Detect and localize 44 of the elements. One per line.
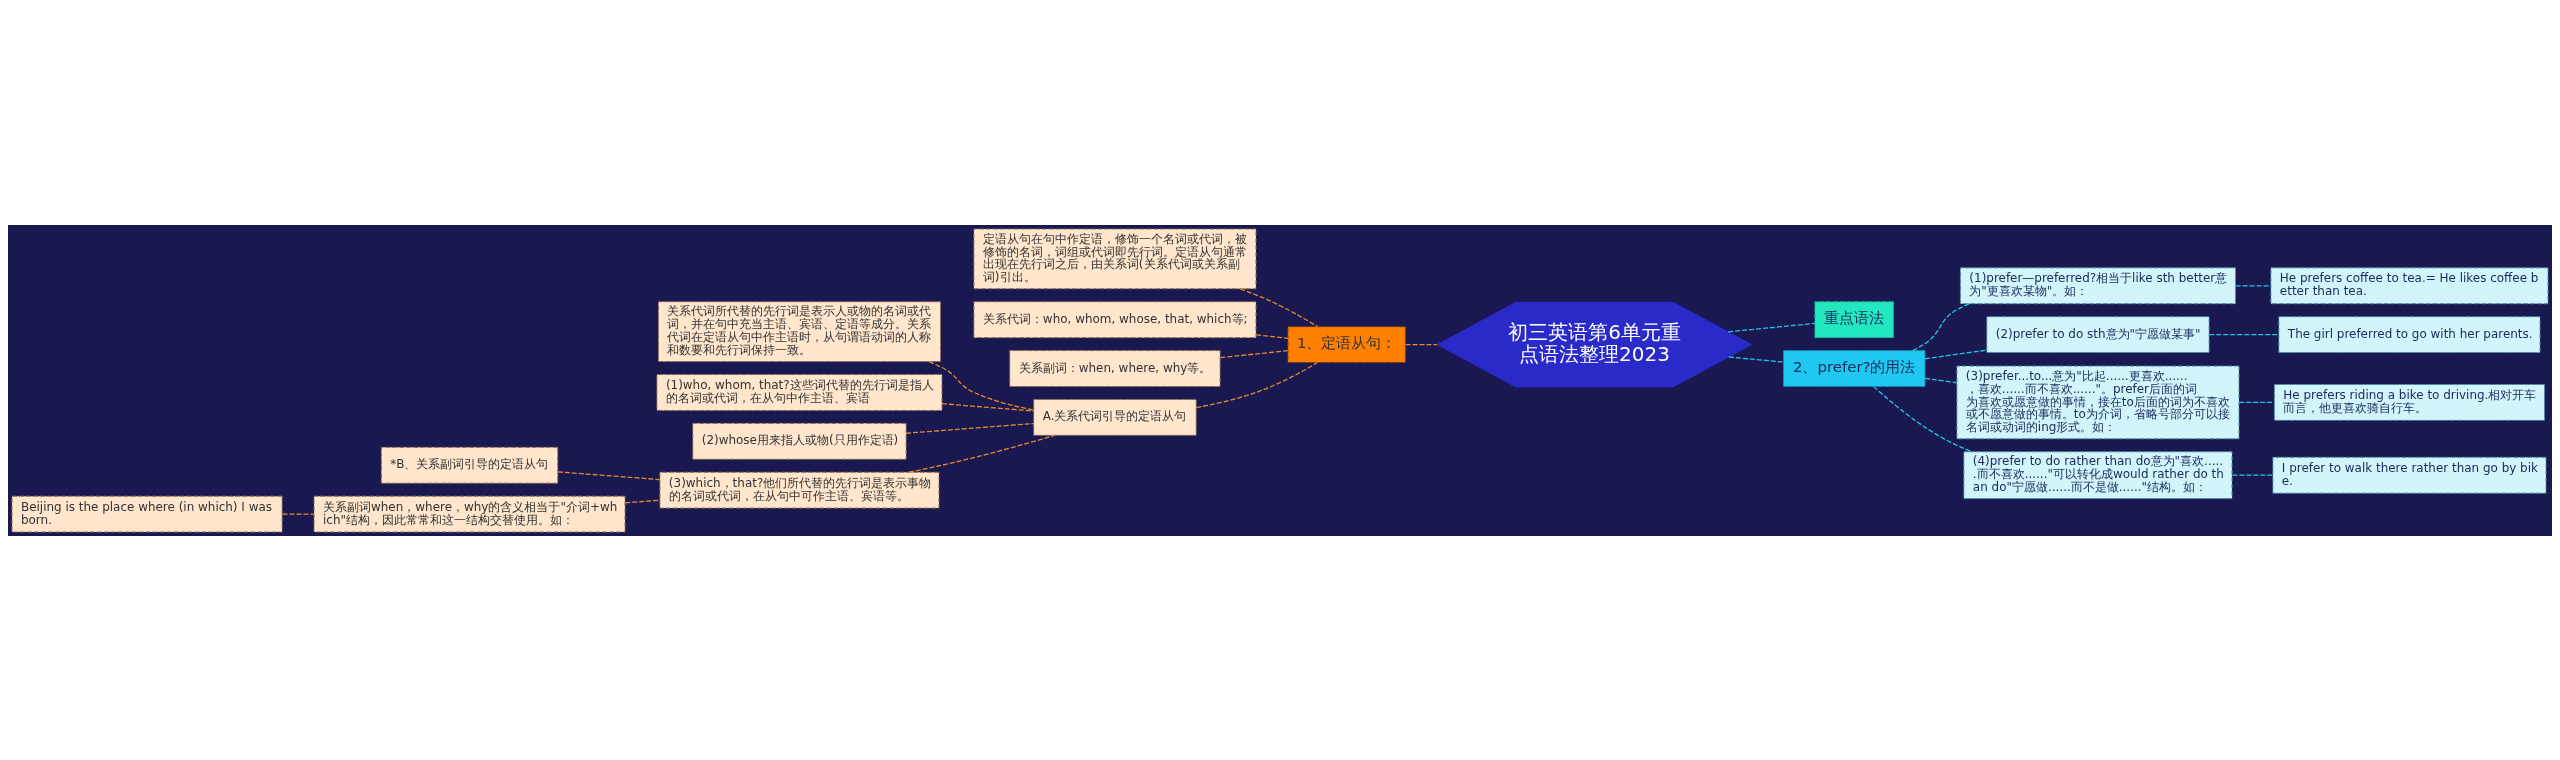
connector [2231, 474, 2274, 476]
connector [557, 470, 661, 480]
node-box: 关系副词when，where，why的含义相当于"介词+which"结构，因此常常和这一结构交替使用。如： [313, 495, 626, 532]
connector [1255, 333, 1289, 339]
connector [281, 512, 315, 515]
connector [941, 402, 1035, 412]
connector [1873, 385, 1974, 452]
node-box: Beijing is the place where (in which) I was born. [11, 495, 283, 532]
node-box: 2、prefer?的用法 [1782, 349, 1926, 387]
node-box: (4)prefer to do rather than do意为"喜欢......而不喜欢......"可以转化成would rather do than do"宁愿做......而不是做......"结构。如： [1963, 450, 2233, 499]
node-box: (2)prefer to do sth意为"宁愿做某事" [1986, 315, 2210, 353]
connector [1924, 348, 1988, 359]
node-box: (2)whose用来指人或物(只用作定语) [692, 422, 907, 460]
connector [1239, 287, 1319, 327]
connector [1924, 377, 1958, 383]
node-box: The girl preferred to go with her parents. [2278, 315, 2541, 353]
node-box: 1、定语从句： [1287, 325, 1406, 363]
node-box: 定语从句在句中作定语，修饰一个名词或代词，被修饰的名词，词组或代词即先行词。定语从句通常出现在先行词之后，由关系词(关系代词或关系副词)引出。 [973, 228, 1257, 289]
connector [624, 499, 661, 503]
node-box: 关系副词：when, where, why等。 [1009, 349, 1221, 387]
connector [2238, 401, 2275, 403]
connector [1219, 349, 1289, 358]
connector [1728, 355, 1784, 363]
connector [1912, 302, 1971, 351]
node-box: He prefers coffee to tea.= He likes coffee better than tea. [2270, 266, 2549, 304]
node-box: *B、关系副词引导的定语从句 [380, 446, 559, 484]
node-box: A.关系代词引导的定语从句 [1033, 398, 1197, 436]
connector [908, 434, 1056, 473]
node-box: (1)who, whom, that?这些词代替的先行词是指人的名词或代词，在从句中作主语、宾语 [656, 373, 943, 411]
connector [1405, 343, 1438, 345]
node-box: (1)prefer—preferred?相当于like sth better意为"更喜欢某物"。如： [1959, 266, 2236, 304]
connector [1727, 322, 1816, 332]
connector [1195, 361, 1318, 408]
connector [905, 422, 1035, 434]
node-box: (3)prefer...to...意为"比起......更喜欢......，喜欢......而不喜欢......"。prefer后面的词为喜欢或愿意做的事情，接在to后面的词为不喜欢或不愿意做的事情。to为介词，省略号部分可以接名词或动词的ing形式。如： [1956, 365, 2240, 439]
connector [928, 360, 1035, 411]
connector [2208, 333, 2280, 335]
connector [2234, 284, 2272, 286]
node-box: 重点语法 [1814, 300, 1895, 338]
node-box: 关系代词：who, whom, whose, that, which等; [973, 300, 1257, 338]
node-box: He prefers riding a bike to driving.相对开车而言，他更喜欢骑自行车。 [2273, 383, 2545, 421]
node-box: I prefer to walk there rather than go by bike. [2272, 456, 2547, 494]
node-box: 关系代词所代替的先行词是表示人或物的名词或代词，并在句中充当主语、宾语、定语等成分。关系代词在定语从句中作主语时，从句谓语动词的人称和数要和先行词保持一致。 [657, 300, 941, 362]
node-box: (3)which，that?他们所代替的先行词是表示事物的名词或代词，在从句中可作主语、宾语等。 [659, 471, 940, 509]
